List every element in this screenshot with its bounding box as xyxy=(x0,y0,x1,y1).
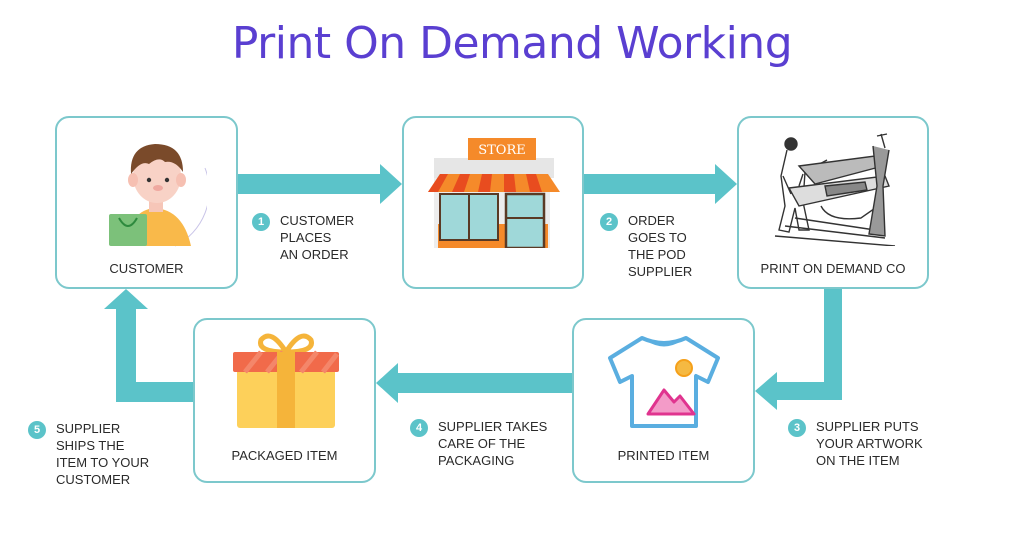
store-sign-text: STORE xyxy=(478,143,526,158)
arrowhead-left-icon xyxy=(376,363,398,403)
step-text: SUPPLIER TAKES CARE OF THE PACKAGING xyxy=(438,419,548,468)
step-number-badge: 2 xyxy=(600,213,618,231)
node-customer: CUSTOMER xyxy=(55,116,238,289)
step-number-badge: 3 xyxy=(788,419,806,437)
arrow-pod-to-printed-horizontal xyxy=(776,382,842,400)
node-label: PRINTED ITEM xyxy=(617,448,710,463)
arrowhead-right-icon xyxy=(715,164,737,204)
arrow-store-to-pod xyxy=(583,174,717,194)
node-store: STORE xyxy=(402,116,584,289)
step-1: 1 CUSTOMER PLACES AN ORDER xyxy=(252,212,354,263)
step-5: 5 SUPPLIER SHIPS THE ITEM TO YOUR CUSTOM… xyxy=(28,420,149,488)
node-label: PRINT ON DEMAND CO xyxy=(760,261,906,276)
page-title: Print On Demand Working xyxy=(231,18,793,69)
store-icon: STORE xyxy=(428,138,560,248)
step-text: CUSTOMER PLACES AN ORDER xyxy=(280,213,355,262)
step-3: 3 SUPPLIER PUTS YOUR ARTWORK ON THE ITEM xyxy=(788,418,923,469)
step-text: SUPPLIER SHIPS THE ITEM TO YOUR CUSTOMER xyxy=(56,421,150,487)
step-text: ORDER GOES TO THE POD SUPPLIER xyxy=(628,213,693,279)
arrow-customer-to-store xyxy=(237,174,382,194)
arrow-packaged-to-customer-vertical xyxy=(116,308,136,402)
arrow-pod-to-printed-vertical xyxy=(824,288,842,400)
arrow-printed-to-packaged xyxy=(397,373,572,393)
step-text: SUPPLIER PUTS YOUR ARTWORK ON THE ITEM xyxy=(816,419,923,468)
gift-box-icon xyxy=(233,333,339,428)
arrowhead-up-icon xyxy=(104,289,148,309)
printing-press-icon xyxy=(774,133,896,246)
customer-with-shopping-bag-icon xyxy=(109,144,207,247)
step-number-badge: 1 xyxy=(252,213,270,231)
node-label: PACKAGED ITEM xyxy=(231,448,338,463)
step-number-badge: 5 xyxy=(28,421,46,439)
tshirt-print-icon xyxy=(608,336,720,428)
arrowhead-right-icon xyxy=(380,164,402,204)
node-label: CUSTOMER xyxy=(109,261,184,276)
step-4: 4 SUPPLIER TAKES CARE OF THE PACKAGING xyxy=(410,418,547,469)
node-printed-item: PRINTED ITEM xyxy=(572,318,755,483)
arrowhead-left-icon xyxy=(755,372,777,410)
node-packaged-item: PACKAGED ITEM xyxy=(193,318,376,483)
node-pod-co: PRINT ON DEMAND CO xyxy=(737,116,929,289)
step-2: 2 ORDER GOES TO THE POD SUPPLIER xyxy=(600,212,692,280)
step-number-badge: 4 xyxy=(410,419,428,437)
